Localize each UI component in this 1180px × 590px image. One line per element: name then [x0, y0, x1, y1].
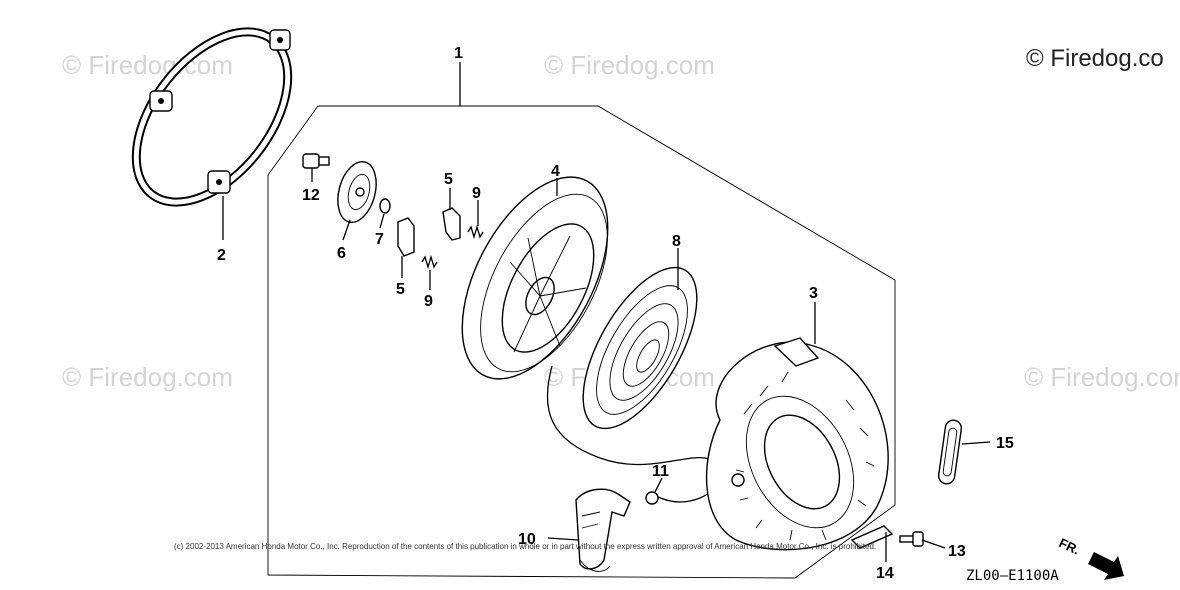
part-5-ratchet-upper: [442, 207, 461, 241]
front-direction-indicator: FR.: [1057, 535, 1124, 580]
callout-6: 6: [337, 245, 346, 262]
watermark: © Firedog.com: [544, 50, 715, 80]
part-9-spring-upper: [467, 224, 484, 240]
part-11-rope: [546, 365, 719, 503]
callout-12: 12: [302, 187, 320, 204]
part-10-grip: [575, 488, 631, 572]
callout-9: 9: [472, 185, 481, 202]
watermark: © Firedog.com: [62, 50, 233, 80]
part-9-spring-lower: [421, 254, 438, 270]
part-13-flange-bolt: [899, 531, 924, 547]
watermark: © Firedog.com: [1024, 362, 1180, 392]
callout-3: 3: [809, 285, 818, 302]
part-15-rope-clip: [937, 419, 963, 485]
arrow-icon: [1088, 552, 1124, 580]
part-12-bolt: [302, 153, 330, 169]
part-14-rope-guide: [850, 525, 894, 549]
part-3-starter-case: [705, 337, 889, 551]
assembly-outline: [267, 105, 896, 579]
callout-14: 14: [876, 565, 894, 582]
part-5-ratchet-lower: [397, 217, 415, 257]
callout-1: 1: [454, 45, 463, 62]
callout-4: 4: [551, 163, 560, 180]
diagram-code: ZL00—E1100A: [966, 568, 1059, 584]
callout-11: 11: [652, 463, 669, 480]
watermark: © Firedog.com: [62, 362, 233, 392]
direction-label: FR.: [1057, 535, 1082, 557]
callout-7: 7: [375, 231, 384, 248]
part-2-gasket-ring: [131, 27, 293, 207]
callout-8: 8: [672, 233, 681, 250]
part-11-rope-knot: [645, 491, 659, 505]
callout-5: 5: [396, 281, 405, 298]
callout-10: 10: [518, 531, 536, 548]
watermark-corner: © Firedog.co: [1026, 45, 1164, 72]
callout-2: 2: [217, 247, 226, 264]
callout-labels: 1 2 3 4 5 5 6 7 8 9 9 10 11 12 13 14 15: [217, 45, 1014, 582]
copyright-notice: (c) 2002-2013 American Honda Motor Co., …: [174, 542, 876, 551]
callout-13: 13: [948, 543, 966, 560]
part-7-washer: [379, 198, 391, 214]
leader-lines: [222, 62, 991, 562]
part-4-reel: [461, 176, 609, 380]
part-6-friction-plate: [337, 160, 377, 224]
callout-9: 9: [424, 293, 433, 310]
callout-15: 15: [996, 435, 1014, 452]
callout-5: 5: [444, 171, 453, 188]
